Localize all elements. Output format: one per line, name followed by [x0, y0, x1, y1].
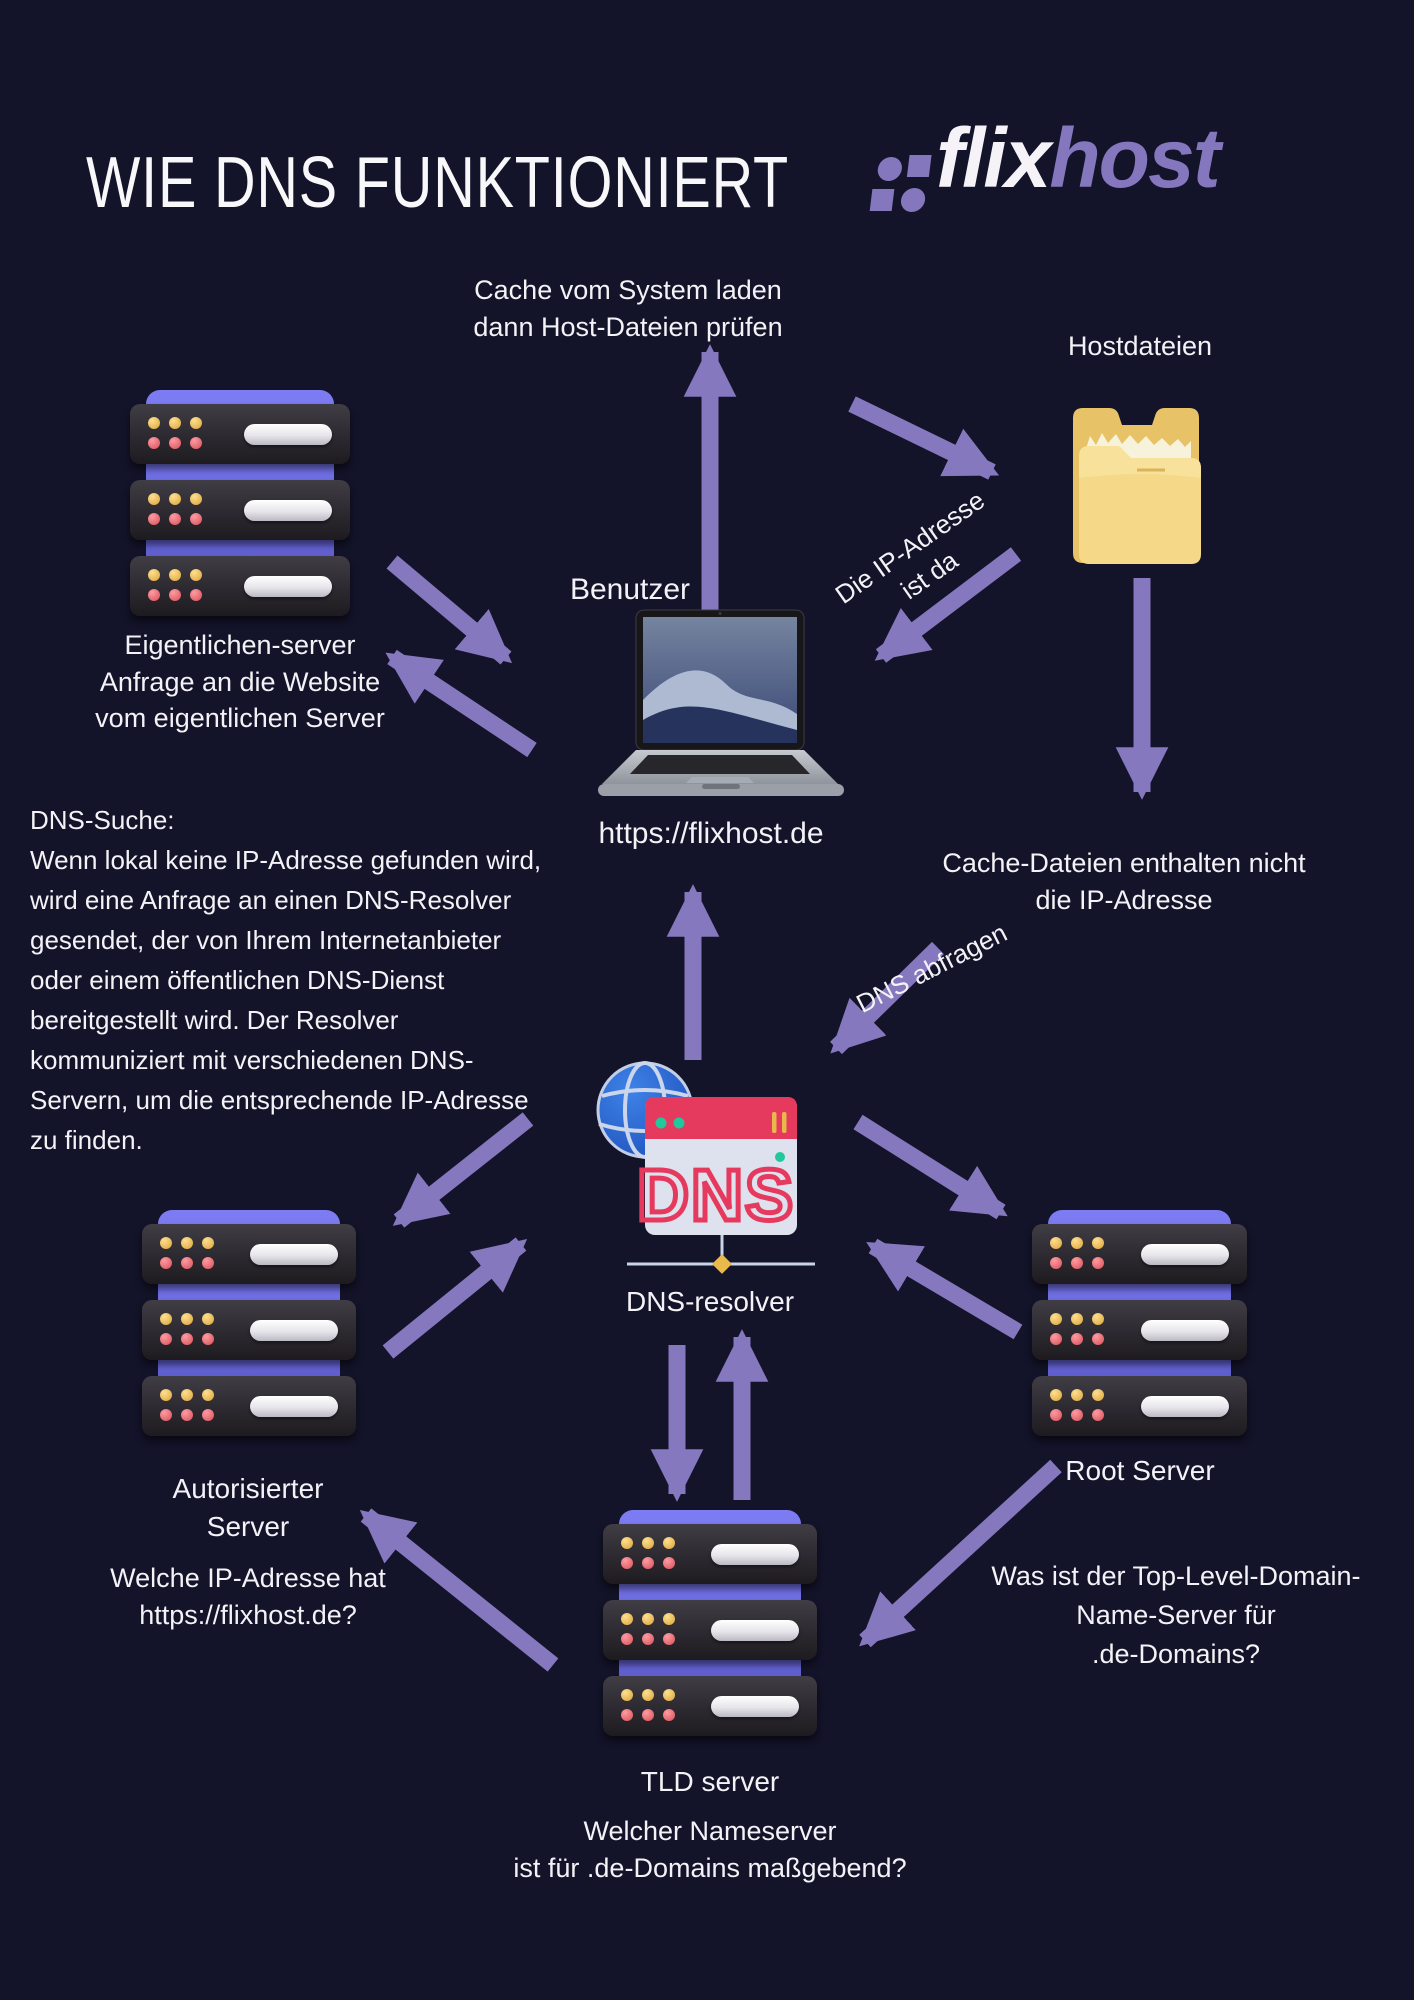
dns-window-text: DNS — [637, 1156, 795, 1236]
tld-server-label: TLD server — [640, 1766, 780, 1797]
flixhost-logo: flixhost — [936, 116, 1221, 200]
root-server-question: Was ist der Top-Level-Domain- Name-Serve… — [991, 1561, 1361, 1669]
cache-note: Cache vom System laden dann Host-Dateien… — [378, 272, 878, 345]
resolver-label: DNS-resolver — [625, 1286, 795, 1317]
origin-server-icon — [130, 388, 350, 616]
arrow-root-to-resolver — [866, 1238, 1023, 1340]
auth-server-icon — [142, 1208, 356, 1436]
dns-window-icon: DNS — [634, 1097, 797, 1239]
dns-resolver-icon: DNS — [596, 1061, 815, 1274]
tld-server-question: Welcher Nameserver ist für .de-Domains m… — [513, 1816, 907, 1883]
flixhost-logo-icon — [866, 154, 933, 214]
origin-server-line2: Anfrage an die Website — [99, 666, 381, 697]
auth-server-question: Welche IP-Adresse hat https://flixhost.d… — [110, 1563, 386, 1630]
cache-note-line2: dann Host-Dateien prüfen — [473, 311, 783, 342]
arrow-auth-to-resolver — [382, 1237, 528, 1359]
arrow-tld-to-auth — [359, 1508, 559, 1672]
user-label: Benutzer — [569, 573, 691, 606]
root-server-label: Root Server — [1065, 1455, 1215, 1486]
origin-server-label: Eigentlichen-server Anfrage an die Websi… — [57, 627, 423, 737]
logo-text-host: host — [1049, 111, 1220, 205]
arrow-user-to-origin — [385, 649, 537, 758]
arrow-root-to-tld — [859, 1459, 1062, 1648]
root-server-icon — [1032, 1208, 1247, 1436]
arrow-hostfiles-to-user — [874, 547, 1022, 663]
origin-server-line1: Eigentlichen-server — [124, 630, 356, 660]
arrow-user-to-hostfiles — [848, 396, 1000, 480]
tld-server-icon — [603, 1508, 817, 1736]
user-url: https://flixhost.de — [598, 817, 824, 850]
cache-note-line1: Cache vom System laden — [474, 275, 782, 305]
dns-search-heading: DNS-Suche: — [30, 805, 175, 835]
page-title: WIE DNS FUNKTIONIERT — [86, 143, 789, 223]
cache-miss-line2: die IP-Adresse — [1035, 884, 1213, 915]
arrow-dns-query — [830, 941, 944, 1055]
arrow-origin-to-user — [386, 555, 513, 665]
cache-miss-line1: Cache-Dateien enthalten nicht — [942, 848, 1306, 878]
hostfiles-label: Hostdateien — [1067, 331, 1213, 361]
dns-search-note: DNS-Suche: Wenn lokal keine IP-Adresse g… — [30, 800, 610, 1160]
origin-server-line3: vom eigentlichen Server — [95, 703, 385, 734]
cache-miss-label: Cache-Dateien enthalten nicht die IP-Adr… — [924, 845, 1324, 918]
logo-text-flix: flix — [936, 111, 1051, 205]
auth-server-label: Autorisierter Server — [172, 1473, 324, 1543]
arrow-resolver-to-root — [853, 1114, 1008, 1220]
hostfiles-folder-icon — [1073, 408, 1201, 564]
arrow-resolver-to-auth — [392, 1112, 534, 1228]
laptop-icon — [598, 609, 844, 796]
